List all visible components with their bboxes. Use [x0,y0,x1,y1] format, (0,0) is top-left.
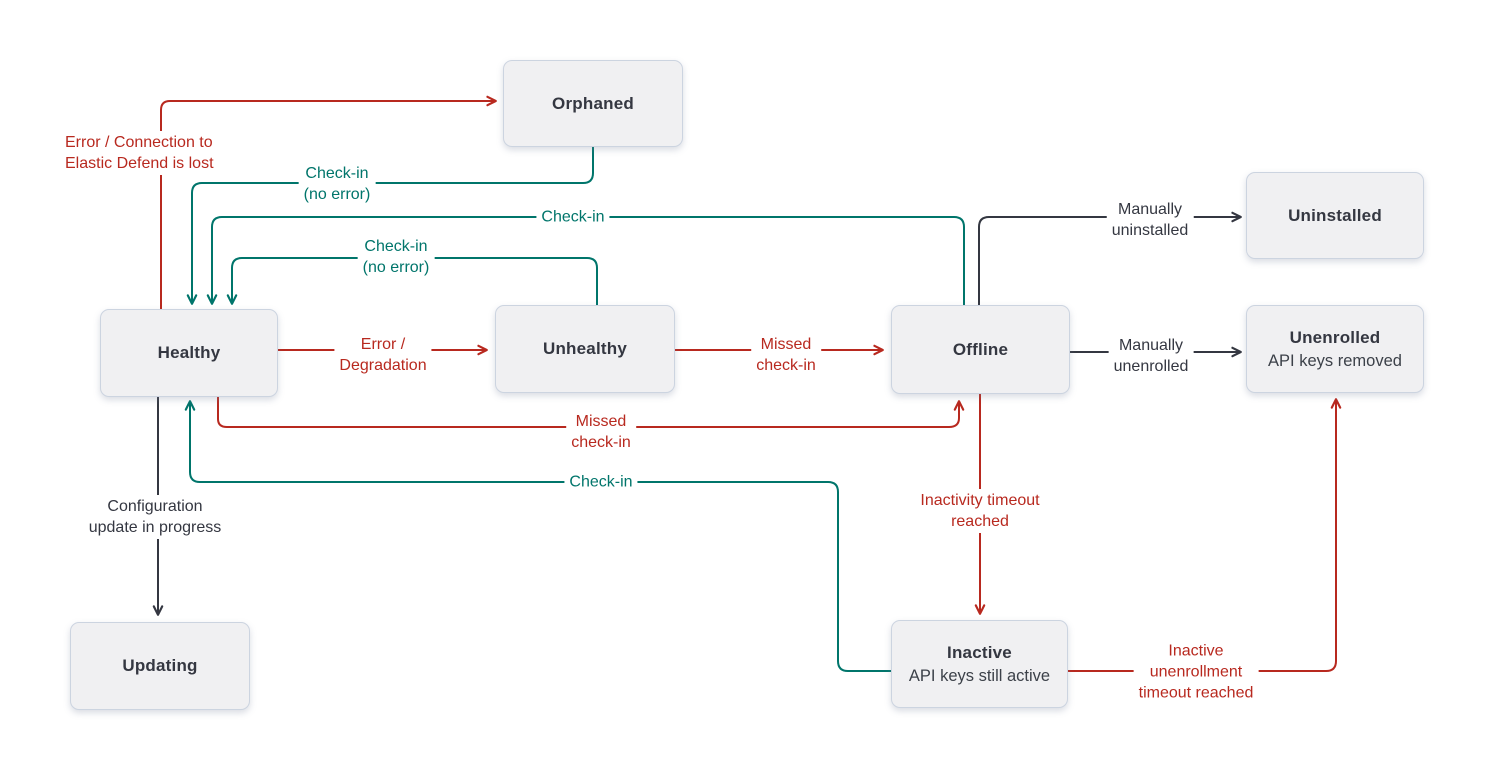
node-inactive-subtitle: API keys still active [908,666,1051,685]
node-orphaned-title: Orphaned [552,93,634,113]
node-uninstalled: Uninstalled [1246,172,1424,259]
node-uninstalled-title: Uninstalled [1288,205,1382,225]
node-unenrolled-title: Unenrolled [1289,327,1381,347]
edge-label-healthy-to-unhealthy: Error / Degradation [334,333,432,377]
edge-label-healthy-to-updating: Configuration update in progress [83,495,227,539]
node-healthy: Healthy [100,309,278,397]
node-updating-title: Updating [122,656,198,675]
node-orphaned: Orphaned [503,60,683,147]
node-offline-title: Offline [952,339,1009,359]
arrow-inactive-to-unenrolled [1068,398,1342,672]
edge-label-offline-to-inactive: Inactivity timeout reached [915,489,1045,533]
edge-label-unhealthy-to-healthy: Check-in (no error) [357,235,435,279]
node-updating: Updating [70,622,250,710]
node-offline: Offline [891,305,1070,394]
node-unhealthy: Unhealthy [495,305,675,393]
arrow-healthy-to-orphaned [160,95,497,309]
arrow-offline-to-healthy [206,216,965,305]
arrow-inactive-to-healthy [184,400,891,672]
edge-label-inactive-to-unenrolled: Inactive unenrollment timeout reached [1133,639,1259,705]
node-healthy-title: Healthy [157,343,221,362]
node-unenrolled-subtitle: API keys removed [1268,351,1402,370]
edge-label-inactive-to-healthy: Check-in [564,470,638,494]
edge-label-offline-to-uninstalled: Manually uninstalled [1106,198,1194,242]
edge-label-unhealthy-to-offline: Missed check-in [751,333,821,377]
edge-label-healthy-to-orphaned: Error / Connection to Elastic Defend is … [62,131,217,175]
edge-label-offline-to-healthy: Check-in [536,205,610,229]
node-inactive: Inactive API keys still active [891,620,1068,708]
edge-label-orphaned-to-healthy: Check-in (no error) [298,162,376,206]
node-unhealthy-title: Unhealthy [543,339,627,358]
edge-label-healthy-to-offline: Missed check-in [566,410,636,454]
arrow-orphaned-to-healthy [186,147,594,305]
edge-label-offline-to-unenrolled: Manually unenrolled [1108,334,1194,378]
node-inactive-title: Inactive [947,642,1012,662]
node-unenrolled: Unenrolled API keys removed [1246,305,1424,393]
arrow-offline-to-uninstalled [978,211,1242,305]
